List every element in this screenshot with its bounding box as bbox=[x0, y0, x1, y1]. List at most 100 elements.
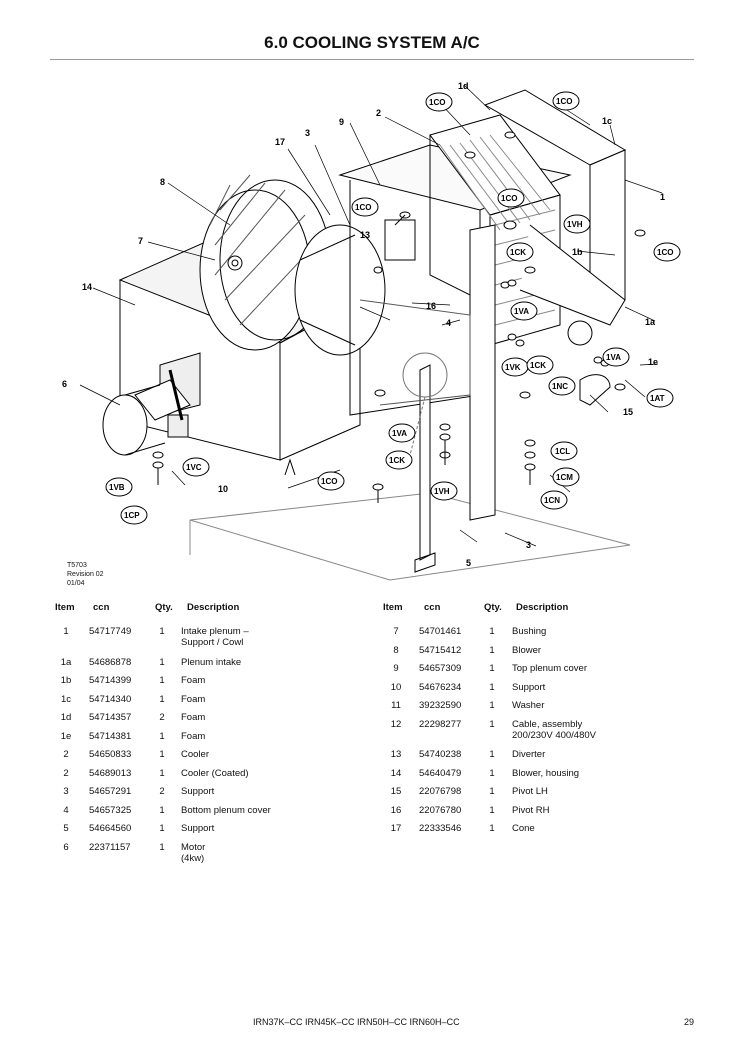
description-cell: Cooler bbox=[181, 749, 209, 760]
description-cell: Foam bbox=[181, 694, 206, 705]
header-ccn: ccn bbox=[424, 602, 441, 613]
item-cell: 11 bbox=[391, 700, 401, 711]
ccn-cell: 54650833 bbox=[89, 749, 132, 760]
qty-cell: 1 bbox=[489, 719, 495, 730]
header-item: Item bbox=[383, 602, 403, 613]
ccn-cell: 54717749 bbox=[89, 626, 132, 637]
callout-1cl: 1CL bbox=[555, 447, 570, 456]
header-qty: Qty. bbox=[484, 602, 502, 613]
item-cell: 13 bbox=[390, 749, 402, 760]
description-cell: Washer bbox=[512, 700, 545, 711]
item-cell: 10 bbox=[390, 682, 402, 693]
page-number: 29 bbox=[684, 1017, 695, 1027]
item-cell: 12 bbox=[390, 719, 402, 730]
ccn-cell: 22371157 bbox=[89, 842, 131, 853]
ccn-cell: 54676234 bbox=[419, 682, 462, 693]
description-cell: Cooler (Coated) bbox=[181, 768, 249, 779]
ccn-cell: 22298277 bbox=[419, 719, 462, 730]
label-14: 14 bbox=[82, 282, 92, 292]
ccn-cell: 54657291 bbox=[89, 786, 132, 797]
description-cell: Cone bbox=[512, 823, 535, 834]
item-cell: 3 bbox=[63, 786, 69, 797]
callout-1ck: 1CK bbox=[389, 456, 405, 465]
qty-cell: 1 bbox=[159, 675, 165, 686]
description-cell: Intake plenum – bbox=[181, 626, 249, 637]
item-cell: 6 bbox=[63, 842, 69, 853]
ccn-cell: 54657325 bbox=[89, 805, 132, 816]
description-cell-line2: Support / Cowl bbox=[181, 637, 244, 648]
item-cell: 1d bbox=[60, 712, 72, 723]
ccn-cell: 22076780 bbox=[419, 805, 462, 816]
callout-1co: 1CO bbox=[556, 97, 572, 106]
callout-1co: 1CO bbox=[501, 194, 517, 203]
qty-cell: 1 bbox=[159, 842, 165, 853]
qty-cell: 1 bbox=[159, 694, 165, 705]
qty-cell: 1 bbox=[159, 657, 165, 668]
ccn-cell: 22333546 bbox=[419, 823, 462, 834]
label-9: 9 bbox=[339, 117, 344, 127]
label-15: 15 bbox=[623, 407, 633, 417]
callout-1co: 1CO bbox=[657, 248, 673, 257]
description-cell: Blower bbox=[512, 645, 542, 656]
label-16: 16 bbox=[426, 301, 436, 311]
qty-cell: 1 bbox=[159, 749, 165, 760]
header-ccn: ccn bbox=[93, 602, 110, 613]
description-cell: Foam bbox=[181, 675, 206, 686]
description-cell: Cable, assembly bbox=[512, 719, 583, 730]
qty-cell: 1 bbox=[489, 682, 495, 693]
label-10: 10 bbox=[218, 484, 228, 494]
label-5: 5 bbox=[466, 558, 471, 568]
label-1: 1 bbox=[660, 192, 665, 202]
callout-1nc: 1NC bbox=[552, 382, 568, 391]
item-cell: 5 bbox=[63, 823, 69, 834]
callout-1cm: 1CM bbox=[556, 473, 573, 482]
page-title: 6.0 COOLING SYSTEM A/C bbox=[264, 33, 480, 52]
description-cell: Foam bbox=[181, 731, 206, 742]
label-4: 4 bbox=[446, 318, 451, 328]
callout-1ck: 1CK bbox=[510, 248, 526, 257]
description-cell: Diverter bbox=[512, 749, 546, 760]
ccn-cell: 54701461 bbox=[419, 626, 462, 637]
description-cell: Pivot RH bbox=[512, 805, 550, 816]
ccn-cell: 54714399 bbox=[89, 675, 132, 686]
item-cell: 14 bbox=[390, 768, 402, 779]
qty-cell: 1 bbox=[489, 805, 495, 816]
description-cell: Plenum intake bbox=[181, 657, 242, 668]
callout-1co: 1CO bbox=[355, 203, 371, 212]
item-cell: 1a bbox=[60, 657, 72, 668]
label-1e: 1e bbox=[648, 357, 658, 367]
revision-number: Revision 02 bbox=[67, 571, 104, 578]
label-2: 2 bbox=[376, 108, 381, 118]
header-item: Item bbox=[55, 602, 75, 613]
ccn-cell: 54657309 bbox=[419, 663, 462, 674]
item-cell: 17 bbox=[390, 823, 402, 834]
ccn-cell: 54714357 bbox=[89, 712, 132, 723]
label-1b: 1b bbox=[572, 247, 583, 257]
item-cell: 16 bbox=[390, 805, 402, 816]
qty-cell: 1 bbox=[489, 823, 495, 834]
callout-1vh: 1VH bbox=[567, 220, 583, 229]
qty-cell: 1 bbox=[159, 768, 165, 779]
exploded-diagram: 1CO 1CO 1CO 1CO 1VH 1CO 1CK 1VA 1VK 1CK … bbox=[62, 81, 681, 581]
description-cell: Bushing bbox=[512, 626, 547, 637]
description-cell-line2: 200/230V 400/480V bbox=[512, 730, 596, 741]
title-divider bbox=[50, 59, 694, 60]
label-1d: 1d bbox=[458, 81, 469, 91]
qty-cell: 1 bbox=[159, 805, 165, 816]
item-cell: 9 bbox=[393, 663, 399, 674]
callout-1co: 1CO bbox=[321, 477, 337, 486]
description-cell: Support bbox=[512, 682, 546, 693]
ccn-cell: 54640479 bbox=[419, 768, 462, 779]
qty-cell: 1 bbox=[489, 768, 495, 779]
callout-1cn: 1CN bbox=[544, 496, 560, 505]
header-description: Description bbox=[187, 602, 240, 613]
ccn-cell: 54664560 bbox=[89, 823, 132, 834]
figure-revision: T5703 Revision 02 01/04 bbox=[67, 561, 104, 588]
label-1a: 1a bbox=[645, 317, 656, 327]
callout-1ck: 1CK bbox=[530, 361, 546, 370]
item-cell: 1b bbox=[60, 675, 72, 686]
qty-cell: 1 bbox=[159, 626, 165, 637]
qty-cell: 1 bbox=[489, 749, 495, 760]
item-cell: 7 bbox=[393, 626, 399, 637]
label-3: 3 bbox=[305, 128, 310, 138]
